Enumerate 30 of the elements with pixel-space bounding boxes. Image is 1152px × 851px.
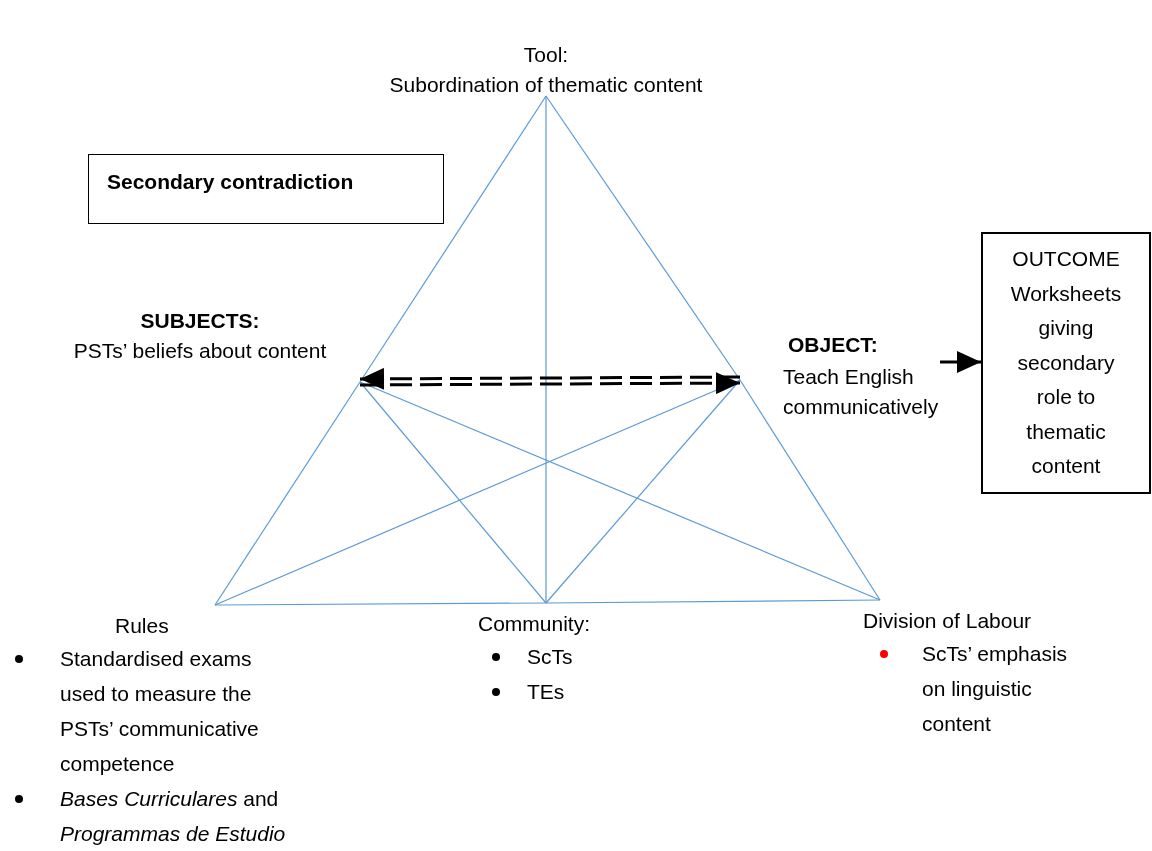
triangle-line [545,95,741,381]
triangle-line [359,381,881,601]
triangle-line [214,379,741,606]
triangle-line [214,602,547,606]
vertex-description: Subordination of thematic content [388,72,704,98]
bullet-text: ScTs [527,644,574,670]
bullet-text: ScTs’ emphasis on linguistic content [922,641,1069,737]
outcome-description: Worksheets giving secondary role to thematic content [1009,280,1123,479]
triangle-line [545,379,741,604]
triangle-line [545,599,881,604]
vertex-heading: Tool: [522,42,570,68]
vertex-heading: OBJECT: [787,332,879,358]
arrow [940,351,981,373]
vertex-heading: Division of Labour [862,608,1033,634]
outcome-heading: OUTCOME [1011,246,1121,272]
vertex-description: Teach English communicatively [782,364,940,420]
vertex-description: PSTs’ beliefs about content [72,338,328,364]
triangle-line [545,95,547,604]
vertex-heading: Community: [477,611,592,637]
vertex-heading: Rules [114,613,170,639]
bullet-text: TEs [527,679,566,705]
triangle-line [359,95,547,383]
bullet-text: Bases Curriculares and Programmas de Estudio [60,786,287,847]
vertex-heading: SUBJECTS: [139,308,261,334]
box-title: Secondary contradiction [107,169,354,195]
triangle-line [739,379,881,601]
triangle-line [214,381,361,606]
double-arrow [358,367,742,395]
contradiction-box [88,154,444,224]
outcome-box [981,232,1151,494]
